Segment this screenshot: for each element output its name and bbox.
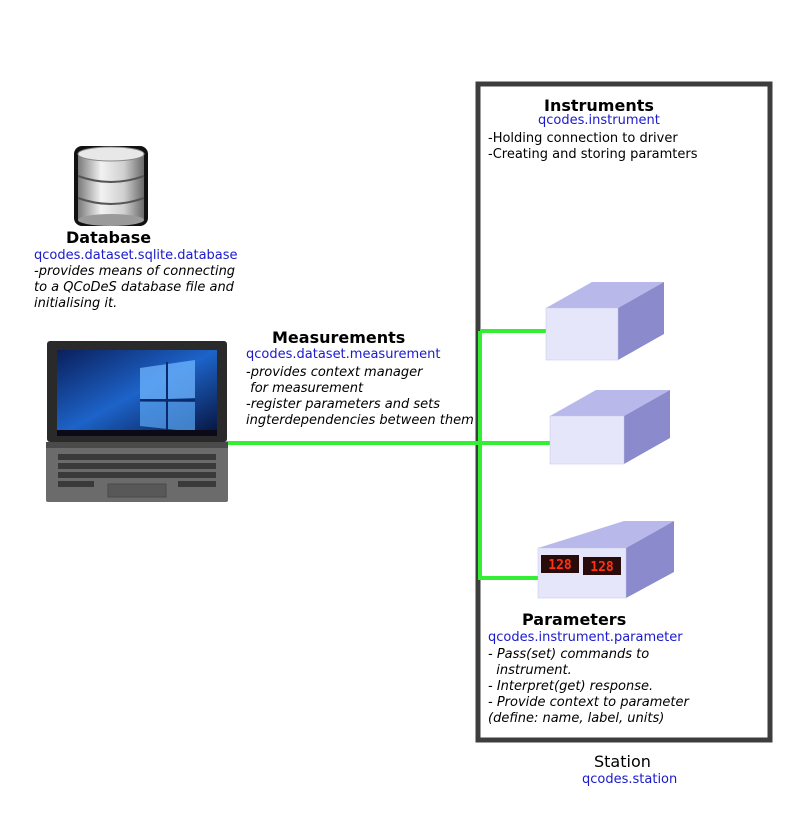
station-module: qcodes.station: [582, 772, 678, 787]
instruments-module: qcodes.instrument: [538, 113, 660, 128]
measurements-description: -provides context manager for measuremen…: [246, 365, 474, 428]
measurements-title: Measurements: [272, 328, 406, 347]
instrument-box-2: [549, 390, 670, 465]
display-panel-right: [583, 557, 621, 575]
display-readout-right: 128: [590, 560, 614, 575]
database-icon: [74, 146, 148, 226]
connector-lines: [220, 329, 550, 580]
instrument-box-3: 128 128: [537, 521, 674, 599]
measurements-module: qcodes.dataset.measurement: [246, 347, 441, 362]
parameters-module: qcodes.instrument.parameter: [488, 630, 683, 645]
laptop-icon: [46, 341, 228, 502]
display-panel-left: [541, 555, 579, 573]
parameters-description: - Pass(set) commands to instrument. - In…: [488, 647, 689, 726]
database-description: -provides means of connecting to a QCoDe…: [34, 264, 236, 311]
station-label: Station: [594, 752, 651, 771]
instruments-title: Instruments: [544, 96, 654, 115]
parameters-title: Parameters: [522, 610, 627, 629]
instrument-box-1: [545, 282, 664, 361]
display-readout-left: 128: [548, 558, 572, 573]
database-title: Database: [66, 228, 152, 247]
instruments-description: -Holding connection to driver -Creating …: [488, 131, 698, 162]
database-module: qcodes.dataset.sqlite.database: [34, 248, 238, 263]
